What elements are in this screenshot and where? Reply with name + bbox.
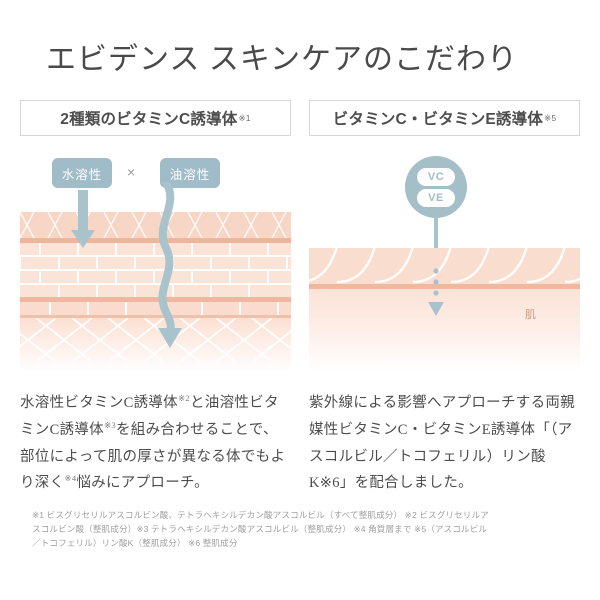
- left-section-header-label: 2種類のビタミンC誘導体: [60, 111, 238, 128]
- skin-layer-dermis: [20, 317, 291, 372]
- left-body-sup-4: ※4: [64, 473, 77, 484]
- dotted-arrow-icon: [428, 268, 444, 316]
- brick-texture-icon: [20, 243, 291, 297]
- right-diagram: VC VE: [309, 150, 580, 372]
- capsule-stem: [434, 216, 438, 271]
- skin-layer-epidermis: [20, 211, 291, 239]
- left-body-sup-3: ※3: [103, 419, 116, 430]
- footnote-line-1: ※1 ビスグリセリルアスコルビン酸、テトラヘキシルデカン酸アスコルビル（すべて整…: [32, 510, 489, 520]
- skin-layer-epidermis-right: [309, 245, 580, 284]
- content-columns: 2種類のビタミンC誘導体※1 水溶性 × 油溶性: [0, 78, 600, 497]
- right-section-header-superscript: ※5: [544, 112, 557, 123]
- skin-label: 肌: [525, 309, 537, 321]
- left-diagram: 水溶性 × 油溶性: [20, 150, 291, 372]
- skin-layer-separator-3: [20, 315, 291, 318]
- right-section-header-label: ビタミンC・ビタミンE誘導体: [332, 111, 544, 128]
- right-section-header: ビタミンC・ビタミンE誘導体※5: [309, 100, 580, 136]
- page-title: エビデンス スキンケアのこだわり: [46, 43, 518, 76]
- skin-layer-brick: [20, 243, 291, 297]
- left-body-seg-3: を組み合わせることで、部位によって肌の厚さが異なる体でもより深く: [20, 421, 286, 492]
- column-vitamin-ce-derivative: ビタミンC・ビタミンE誘導体※5 VC VE: [309, 100, 580, 497]
- straight-arrow-icon: [71, 190, 95, 248]
- vitamin-capsule-circle: VC VE: [405, 156, 467, 218]
- footnote-line-3: ／トコフェリル）リン酸K（整肌成分） ※6 整肌成分: [32, 538, 238, 549]
- right-body-text: 紫外線による影響へアプローチする両親媒性ビタミンC・ビタミンE誘導体「（アスコル…: [309, 395, 575, 492]
- dermis-lattice-icon: [20, 317, 291, 363]
- footnotes: ※1 ビスグリセリルアスコルビン酸、テトラヘキシルデカン酸アスコルビル（すべて整…: [32, 508, 572, 551]
- multiply-icon: ×: [127, 164, 136, 180]
- skin-layer-separator-2: [20, 297, 291, 302]
- badge-water-soluble: 水溶性: [52, 158, 112, 188]
- left-body-sup-2: ※2: [177, 393, 190, 404]
- pill-vc: VC: [417, 167, 455, 186]
- skin-layer-brick-thin: [20, 302, 291, 315]
- skin-cross-section-left: [20, 211, 291, 372]
- pill-ve: VE: [417, 188, 455, 207]
- skin-cross-section-right: 肌: [309, 245, 580, 372]
- column-vitamin-c-derivatives: 2種類のビタミンC誘導体※1 水溶性 × 油溶性: [20, 100, 291, 497]
- left-body-seg-2: と油溶性ビタミンC誘導体: [20, 395, 279, 438]
- left-body-text: 水溶性ビタミンC誘導体※2と油溶性ビタミンC誘導体※3を組み合わせることで、部位…: [20, 390, 291, 497]
- skin-layer-dermis-right: [309, 289, 580, 372]
- left-section-header: 2種類のビタミンC誘導体※1: [20, 100, 291, 136]
- left-body-seg-4: 悩みにアプローチ。: [76, 475, 209, 492]
- skin-layer-separator-right: [309, 284, 580, 289]
- wavy-arrow-icon: [158, 182, 182, 348]
- footnote-line-2: スコルビン酸（整肌成分）※3 テトラヘキシルデカン酸アスコルビル（整肌成分） ※…: [32, 524, 488, 535]
- left-section-header-superscript: ※1: [238, 112, 251, 123]
- left-body-seg-1: 水溶性ビタミンC誘導体: [20, 395, 178, 411]
- skin-layer-separator-1: [20, 238, 291, 243]
